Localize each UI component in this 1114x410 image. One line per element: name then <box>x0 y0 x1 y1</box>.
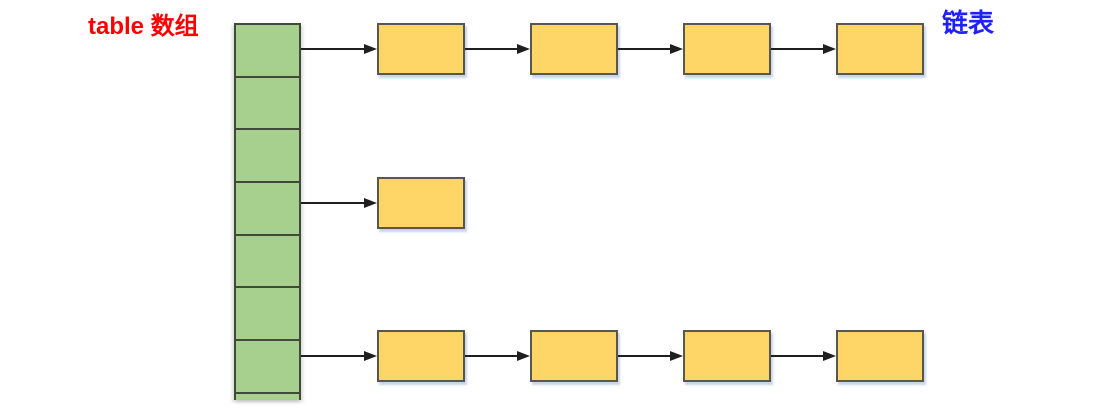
arrow-head-icon <box>517 44 530 54</box>
arrow-line <box>618 355 670 357</box>
array-label: table 数组 <box>88 13 199 40</box>
list-node-2-3 <box>836 330 924 382</box>
arrow-head-icon <box>364 351 377 361</box>
arrow-line <box>301 202 364 204</box>
array-cell-3 <box>234 181 301 236</box>
list-node-1-0 <box>377 177 465 229</box>
list-node-2-2 <box>683 330 771 382</box>
list-node-0-1 <box>530 23 618 75</box>
arrow-head-icon <box>364 44 377 54</box>
array-cell-2 <box>234 128 301 184</box>
arrow-head-icon <box>517 351 530 361</box>
arrow-line <box>465 355 517 357</box>
arrow-line <box>465 48 517 50</box>
arrow-bucket-6 <box>301 350 377 362</box>
list-node-2-0 <box>377 330 465 382</box>
list-node-0-2 <box>683 23 771 75</box>
arrow-node-link-0-1 <box>618 43 683 55</box>
list-node-2-1 <box>530 330 618 382</box>
array-cell-0 <box>234 23 301 78</box>
arrow-head-icon <box>364 198 377 208</box>
arrow-head-icon <box>670 351 683 361</box>
arrow-head-icon <box>823 351 836 361</box>
arrow-line <box>301 355 364 357</box>
arrow-line <box>301 48 364 50</box>
list-node-0-0 <box>377 23 465 75</box>
array-cell-6 <box>234 339 301 394</box>
hash-table-array <box>234 23 301 400</box>
arrow-line <box>618 48 670 50</box>
array-cell-7 <box>234 391 301 400</box>
arrow-bucket-3 <box>301 197 377 209</box>
list-node-0-3 <box>836 23 924 75</box>
array-cell-5 <box>234 286 301 342</box>
arrow-node-link-2-1 <box>618 350 683 362</box>
arrow-head-icon <box>670 44 683 54</box>
arrow-line <box>771 355 823 357</box>
arrow-node-link-0-2 <box>771 43 836 55</box>
linked-list-label: 链表 <box>942 8 995 38</box>
array-cell-1 <box>234 75 301 131</box>
arrow-node-link-2-0 <box>465 350 530 362</box>
array-cell-4 <box>234 233 301 289</box>
arrow-node-link-2-2 <box>771 350 836 362</box>
arrow-head-icon <box>823 44 836 54</box>
arrow-bucket-0 <box>301 43 377 55</box>
arrow-node-link-0-0 <box>465 43 530 55</box>
arrow-line <box>771 48 823 50</box>
